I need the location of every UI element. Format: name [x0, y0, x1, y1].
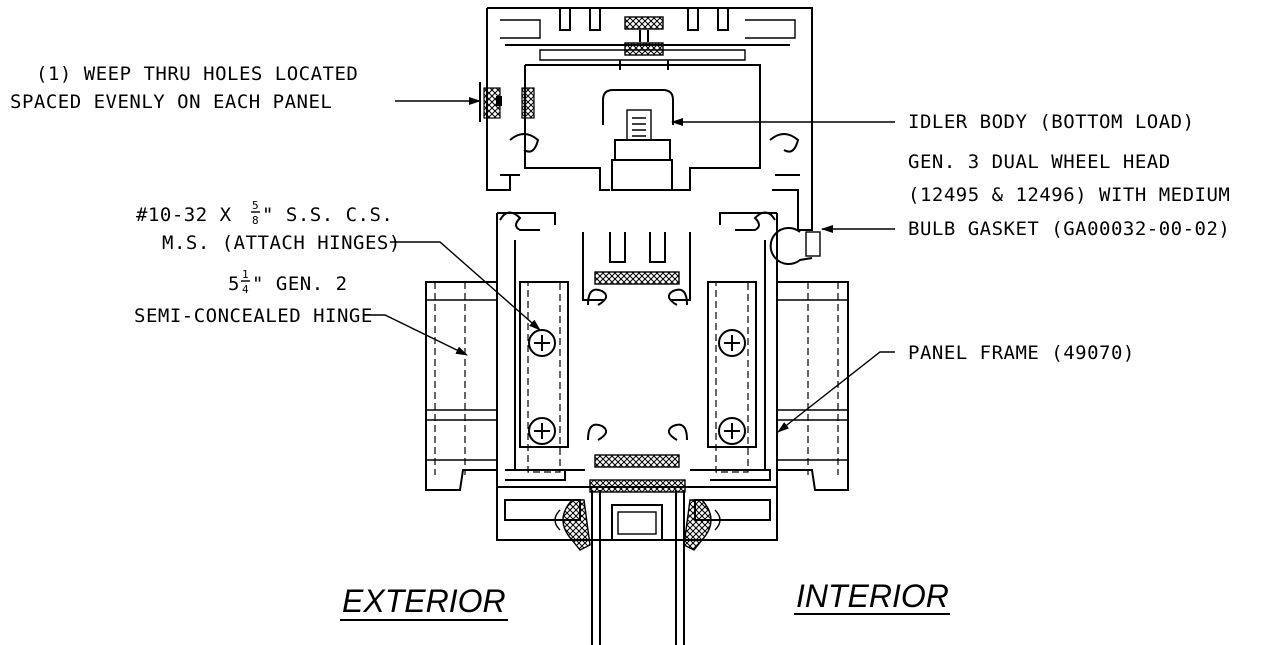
- label-interior: INTERIOR: [796, 578, 949, 614]
- callout-panel-frame: PANEL FRAME (49070): [908, 342, 1135, 364]
- callout-idler: IDLER BODY (BOTTOM LOAD): [908, 111, 1195, 133]
- callout-screw-line2: M.S. (ATTACH HINGES): [162, 232, 401, 254]
- callout-hinge: 5 1 4 " GEN. 2 SEMI-CONCEALED HINGE: [134, 268, 373, 327]
- glass-lite: [591, 490, 685, 645]
- callout-head-line1: GEN. 3 DUAL WHEEL HEAD: [908, 151, 1171, 173]
- callout-hinge-frac-num: 1: [242, 268, 249, 281]
- svg-text:#10-32 X: #10-32 X: [136, 204, 232, 226]
- head-track: [479, 7, 813, 231]
- screw-icon: [528, 329, 746, 445]
- callout-screw-frac-num: 5: [252, 199, 259, 212]
- leader-lines: [363, 97, 895, 433]
- callout-hinge-line2: SEMI-CONCEALED HINGE: [134, 305, 373, 327]
- callout-screw-line1-a: #10-32 X: [136, 204, 232, 226]
- callout-weep-line1: (1) WEEP THRU HOLES LOCATED: [36, 63, 358, 85]
- label-exterior: EXTERIOR: [342, 583, 506, 619]
- panel-frame: [496, 211, 821, 551]
- callout-head-line3: BULB GASKET (GA00032-00-02): [908, 218, 1230, 240]
- adjacent-panel-left: [425, 281, 497, 491]
- adjacent-panel-right: [777, 281, 849, 491]
- callout-hinge-line1-b: " GEN. 2: [252, 273, 348, 295]
- callout-hinge-frac-den: 4: [242, 283, 249, 296]
- callout-screw-line1-b: " S.S. C.S.: [262, 204, 393, 226]
- callout-weep-line2: SPACED EVENLY ON EACH PANEL: [10, 91, 332, 113]
- callout-screw-frac-den: 8: [252, 214, 259, 227]
- callout-hinge-line1-a: 5: [228, 273, 240, 295]
- callout-head-line2: (12495 & 12496) WITH MEDIUM: [908, 184, 1230, 206]
- callout-screw: #10-32 X 5 8 " S.S. C.S. M.S. (ATTACH HI…: [136, 199, 401, 254]
